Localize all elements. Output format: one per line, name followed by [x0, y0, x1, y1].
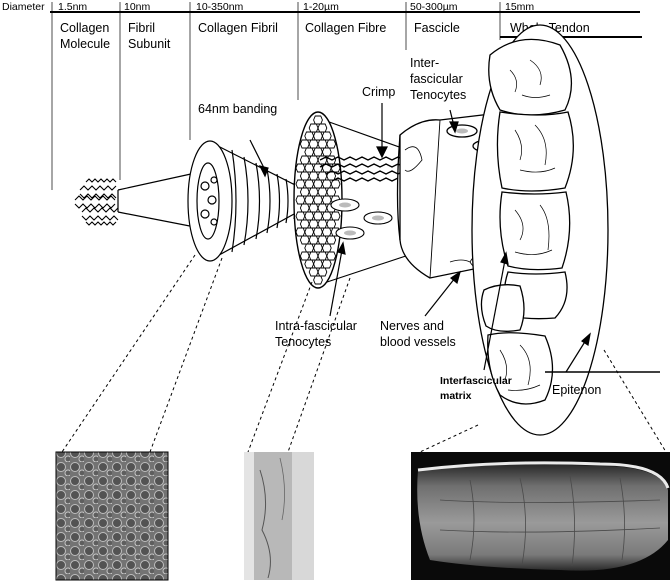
fibril-hexagon — [321, 259, 332, 269]
label-nerves-2: blood vessels — [380, 335, 456, 349]
name-fibril-subunit-1: Fibril — [128, 21, 155, 35]
size-fascicle: 50-300µm — [410, 1, 458, 13]
size-fibril-subunit: 10nm — [124, 1, 151, 13]
fibril-bundle-honeycomb — [295, 115, 341, 285]
size-collagen-molecule: 1.5nm — [58, 1, 87, 13]
fibril-hexagon — [326, 235, 337, 245]
fibril-hexagon — [313, 275, 323, 285]
fibril-hexagon — [317, 267, 328, 277]
collagen-fibril-cone — [187, 140, 306, 262]
name-collagen-molecule-1: Collagen — [60, 21, 109, 35]
size-collagen-fibril: 10-350nm — [196, 1, 244, 13]
diameter-label: Diameter — [2, 1, 45, 13]
fibril-hexagon — [330, 211, 341, 221]
collagen-fibre — [293, 111, 431, 289]
label-intra-tenocytes-1: Intra-fascicular — [275, 319, 357, 333]
label-epitenon: Epitenon — [552, 383, 601, 397]
micrograph-fibril-cross-section — [55, 451, 169, 581]
fibril-hexagon — [330, 179, 341, 189]
label-nerves-1: Nerves and — [380, 319, 444, 333]
whole-tendon — [471, 24, 609, 436]
label-inter-tenocytes-2: fascicular — [410, 72, 463, 86]
tendon-texture — [499, 59, 556, 391]
name-collagen-fibre: Collagen Fibre — [305, 21, 386, 35]
label-interfascicular-matrix-1: Interfascicular — [440, 375, 512, 387]
label-inter-tenocytes-3: Tenocytes — [410, 88, 466, 102]
fibril-hexagon — [326, 251, 337, 261]
size-whole-tendon: 15mm — [505, 1, 534, 13]
label-crimp: Crimp — [362, 85, 395, 99]
name-collagen-molecule-2: Molecule — [60, 37, 110, 51]
annotation-arrows — [249, 103, 660, 373]
label-intra-tenocytes-2: Tenocytes — [275, 335, 331, 349]
name-collagen-fibril: Collagen Fibril — [198, 21, 278, 35]
micrograph-fibre-section — [244, 452, 314, 580]
label-interfascicular-matrix-2: matrix — [440, 390, 472, 402]
micrograph-guides — [61, 254, 667, 453]
micrograph-tendon-section — [411, 452, 670, 580]
label-inter-tenocytes-1: Inter- — [410, 56, 439, 70]
name-fascicle: Fascicle — [414, 21, 460, 35]
label-64nm-banding: 64nm banding — [198, 102, 277, 116]
size-collagen-fibre: 1-20µm — [303, 1, 339, 13]
collagen-molecule-helices — [74, 178, 119, 226]
fibril-hexagon — [326, 139, 337, 149]
annotation-labels: 64nm banding Crimp Inter- fascicular Ten… — [198, 56, 601, 402]
name-fibril-subunit-2: Subunit — [128, 37, 171, 51]
